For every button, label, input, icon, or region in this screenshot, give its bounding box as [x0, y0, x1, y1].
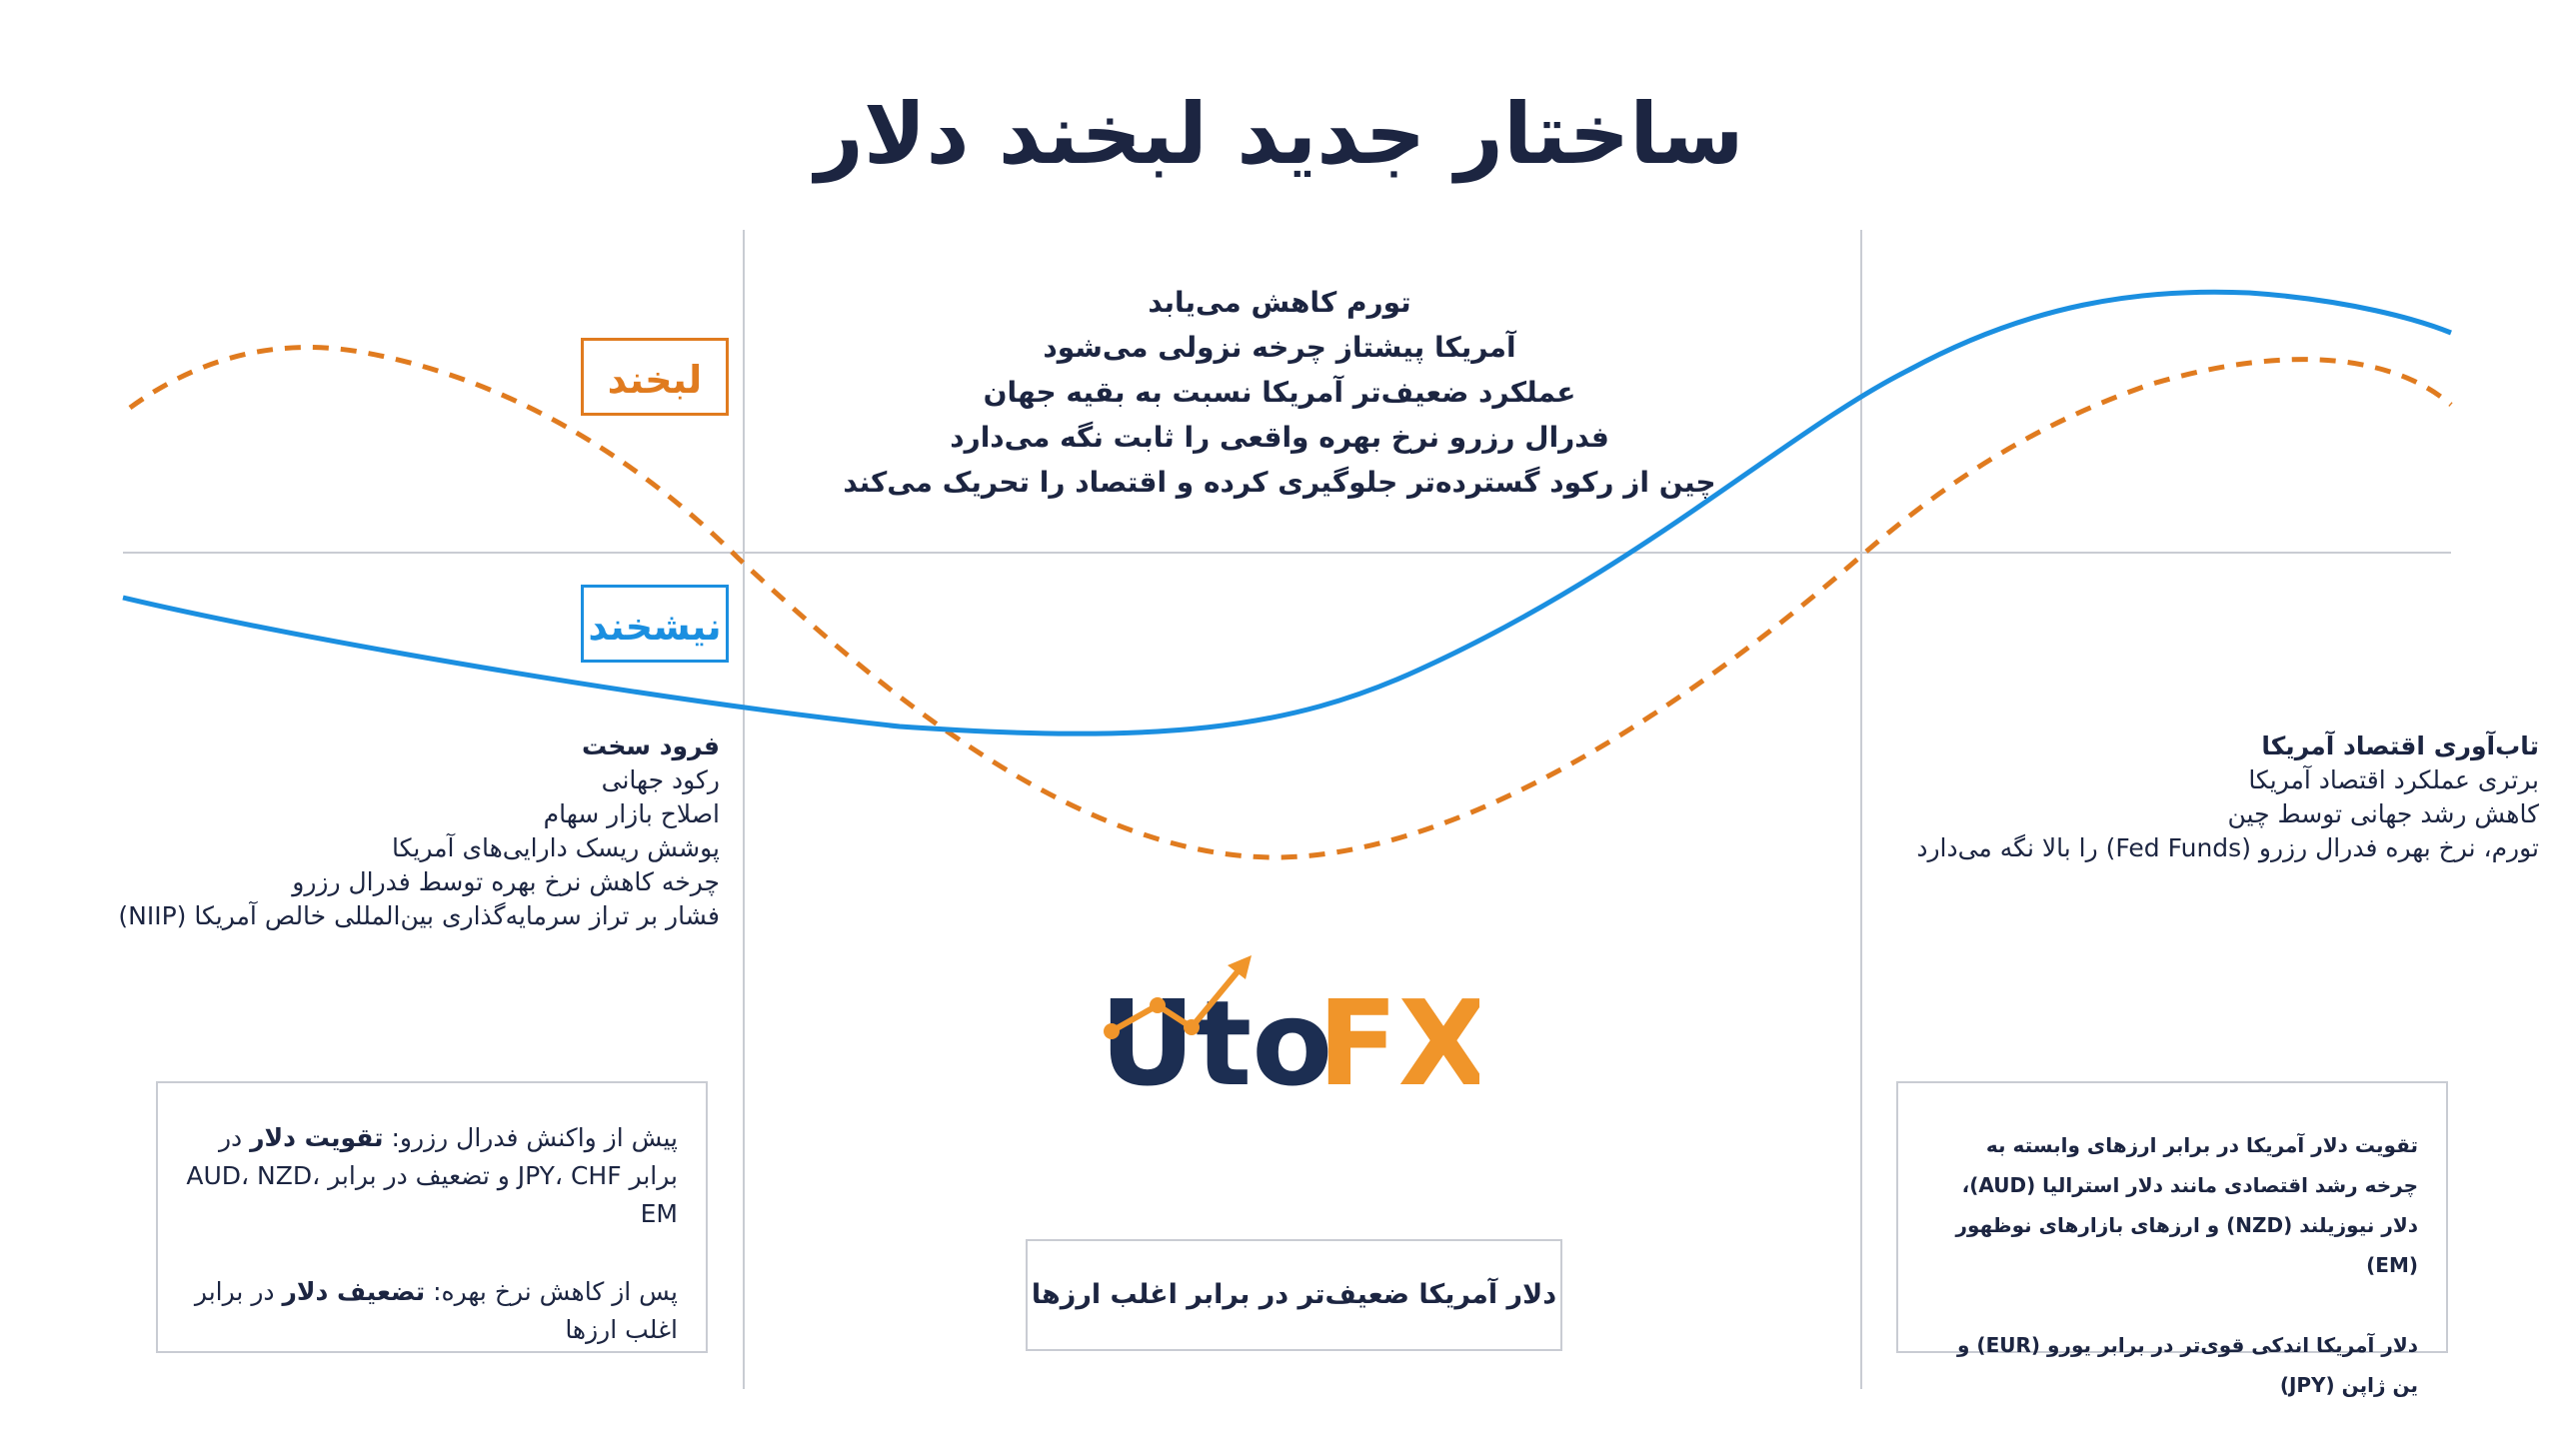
note-text: در برابر اغلب ارزها: [194, 1277, 678, 1344]
note-text: دلار آمریکا: [1409, 1279, 1557, 1310]
note-emphasis: ضعیف‌تر: [1297, 1279, 1409, 1310]
note-paragraph: پیش از واکنش فدرال رزرو: تقویت دلار در ب…: [186, 1119, 678, 1233]
list-item: کاهش رشد جهانی توسط چین: [2227, 799, 2539, 828]
note-box-left: پیش از واکنش فدرال رزرو: تقویت دلار در ب…: [156, 1081, 708, 1353]
center-note: فدرال رزرو نرخ بهره واقعی را ثابت نگه می…: [950, 421, 1609, 454]
us-resilience-section: تاب‌آوری اقتصاد آمریکا برتری عملکرد اقتص…: [1859, 729, 2539, 865]
center-note: چین از رکود گسترده‌تر جلوگیری کرده و اقت…: [843, 466, 1716, 499]
note-text: در برابر اغلب ارزها: [1031, 1279, 1298, 1310]
note-text: در برابر JPY، CHF و تضعیف در برابر AUD، …: [186, 1123, 678, 1228]
arrow-head-icon: [1228, 955, 1252, 979]
list-item: برتری عملکرد اقتصاد آمریکا: [2248, 765, 2539, 794]
logo-dot-icon: [1104, 1023, 1120, 1039]
note-box-center: دلار آمریکا ضعیف‌تر در برابر اغلب ارزها: [1026, 1239, 1562, 1351]
list-item: تورم، نرخ بهره فدرال رزرو (Fed Funds) را…: [1916, 833, 2539, 862]
center-note: تورم کاهش می‌یابد: [1148, 286, 1411, 319]
note-emphasis: تقویت دلار: [250, 1123, 384, 1152]
center-note: آمریکا پیشتاز چرخه نزولی می‌شود: [1043, 331, 1516, 364]
note-paragraph: پس از کاهش نرخ بهره: تضعیف دلار در برابر…: [186, 1273, 678, 1349]
logo-text-fx: FX: [1317, 974, 1479, 1099]
legend-smile: لبخند: [581, 338, 729, 416]
note-text: پس از کاهش نرخ بهره:: [425, 1277, 678, 1306]
page-title: ساختار جدید لبخند دلار: [815, 85, 1745, 183]
utofx-logo: Uto FX: [1100, 955, 1479, 1099]
list-item: پوشش ریسک دارایی‌های آمریکا: [391, 833, 720, 862]
us-resilience-heading: تاب‌آوری اقتصاد آمریکا: [2261, 731, 2539, 760]
logo-dot-icon: [1184, 1019, 1200, 1035]
note-text: پیش از واکنش فدرال رزرو:: [383, 1123, 679, 1152]
hard-landing-section: فرود سخت رکود جهانی اصلاح بازار سهام پوش…: [60, 729, 720, 933]
list-item: فشار بر تراز سرمایه‌گذاری بین‌المللی خال…: [118, 901, 720, 930]
hard-landing-heading: فرود سخت: [581, 731, 720, 760]
note-paragraph: دلار آمریکا اندکی قوی‌تر در برابر یورو (…: [1957, 1333, 2418, 1397]
trend-arrow-icon: [1110, 967, 1243, 1034]
legend-frown: نیشخند: [581, 585, 729, 663]
logo-dot-icon: [1150, 997, 1166, 1013]
list-item: رکود جهانی: [601, 765, 720, 794]
list-item: چرخه کاهش نرخ بهره توسط فدرال رزرو: [292, 867, 720, 896]
note-emphasis: تضعیف دلار: [282, 1277, 426, 1306]
note-paragraph: تقویت دلار آمریکا در برابر ارزهای وابسته…: [1955, 1133, 2418, 1277]
list-item: اصلاح بازار سهام: [543, 799, 720, 828]
note-box-right: تقویت دلار آمریکا در برابر ارزهای وابسته…: [1896, 1081, 2448, 1397]
frown-curve: [122, 289, 2452, 736]
smile-curve: [128, 345, 2453, 860]
center-note: عملکرد ضعیف‌تر آمریکا نسبت به بقیه جهان: [983, 376, 1576, 409]
center-notes: تورم کاهش می‌یابد آمریکا پیشتاز چرخه نزو…: [780, 280, 1779, 505]
